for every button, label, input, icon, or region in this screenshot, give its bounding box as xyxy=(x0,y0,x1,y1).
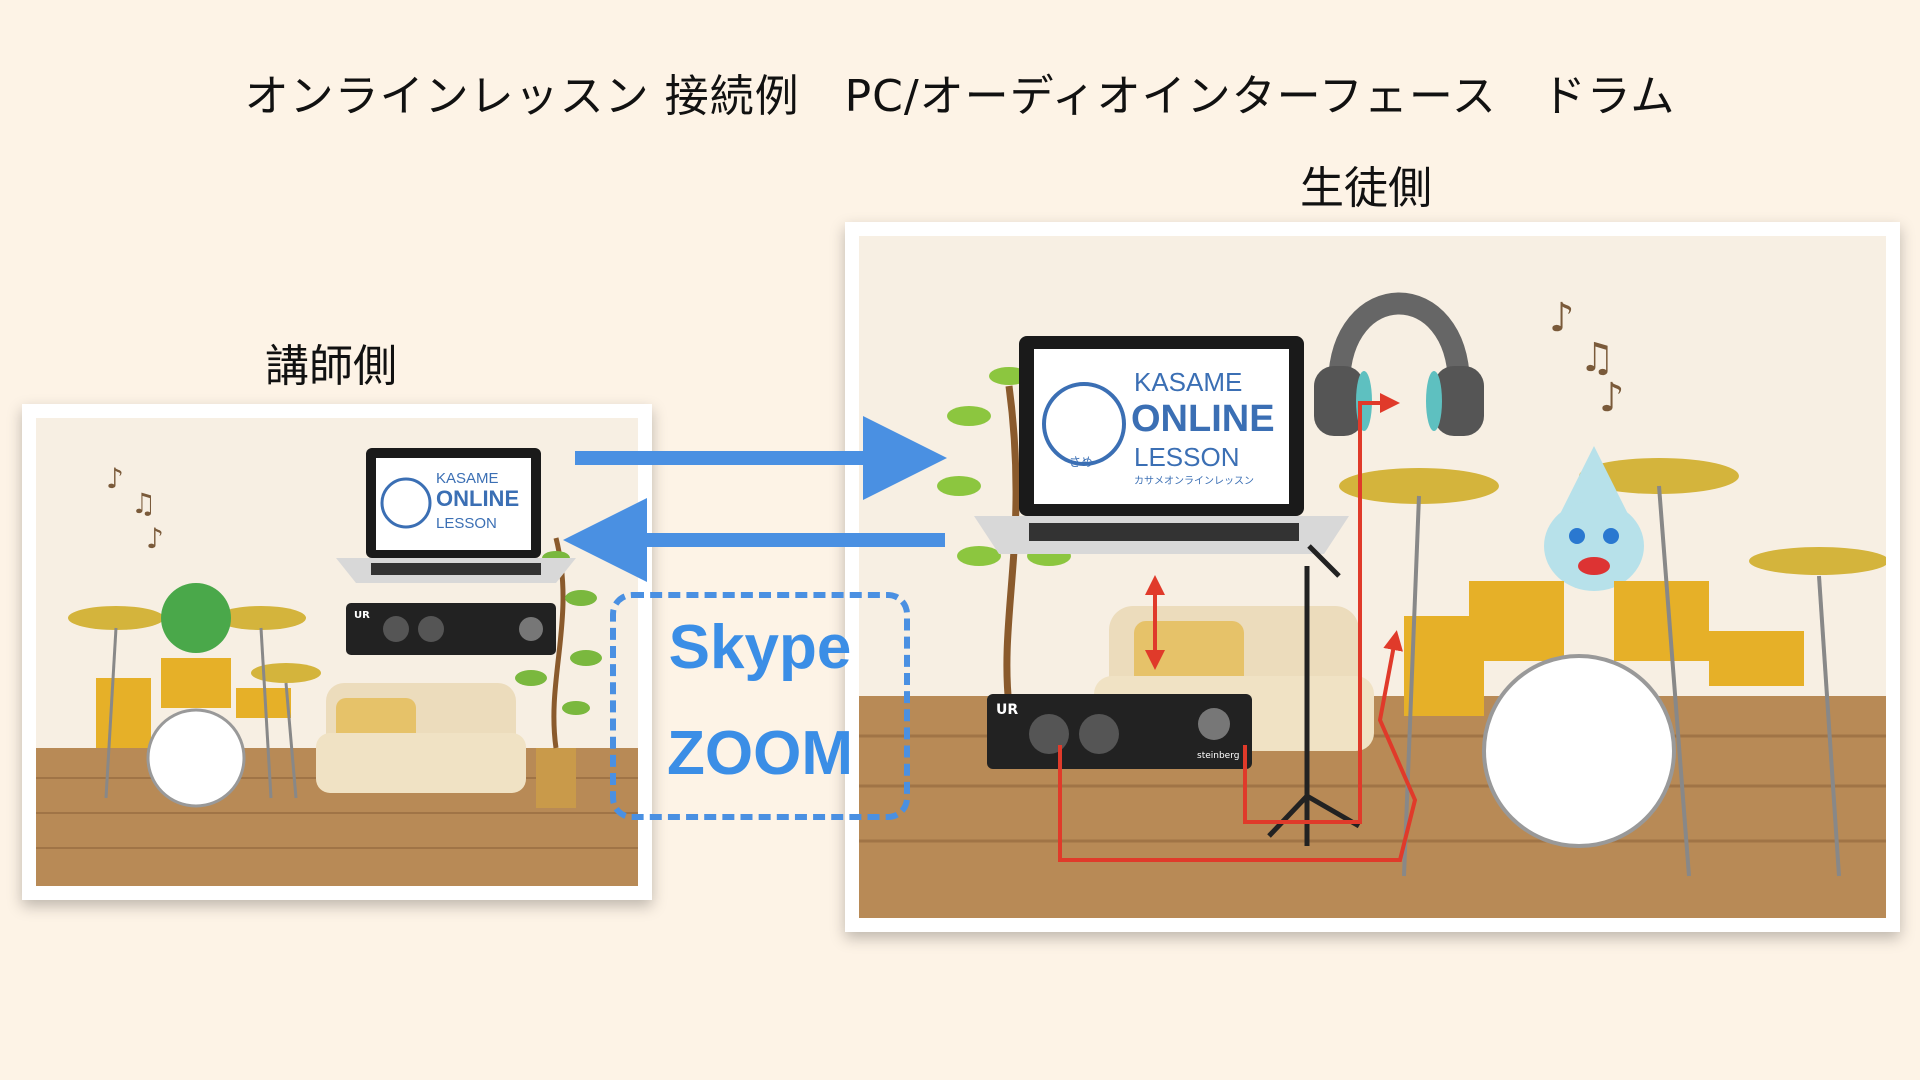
page-title: オンラインレッスン 接続例 PC/オーディオインターフェース ドラム xyxy=(244,71,1676,122)
student-logo-sub: カサメオンラインレッスン xyxy=(1134,475,1254,487)
svg-text:♫: ♫ xyxy=(1579,335,1615,381)
teacher-side-label: 講師側 xyxy=(265,341,397,392)
protocol-zoom: ZOOM xyxy=(667,719,853,788)
student-logo-line1: KASAME xyxy=(1134,367,1242,397)
svg-text:♪: ♪ xyxy=(1599,375,1625,421)
logo-badge: さめ xyxy=(1069,455,1093,469)
student-audio-interface: UR steinberg xyxy=(987,694,1252,769)
shark-character xyxy=(1544,446,1644,591)
teacher-audio-interface: UR xyxy=(346,603,556,655)
student-side-label: 生徒側 xyxy=(1300,163,1432,214)
teacher-scene: KASAME ONLINE LESSON UR ♪♫♪ xyxy=(22,404,652,900)
student-room-illustration: さめ KASAME ONLINE LESSON カサメオンラインレッスン UR … xyxy=(859,236,1886,918)
drummer-character xyxy=(161,583,231,653)
svg-text:♪: ♪ xyxy=(146,522,164,555)
student-interface-brand: steinberg xyxy=(1197,751,1239,761)
music-notes: ♪♫♪ xyxy=(106,462,164,555)
student-interface-model: UR xyxy=(996,702,1018,718)
svg-text:♪: ♪ xyxy=(1549,295,1575,341)
teacher-interface-model: UR xyxy=(354,610,370,621)
student-scene: さめ KASAME ONLINE LESSON カサメオンラインレッスン UR … xyxy=(845,222,1900,932)
music-notes: ♪♫♪ xyxy=(1549,295,1625,421)
protocol-box: Skype ZOOM xyxy=(610,592,910,820)
teacher-logo-line3: LESSON xyxy=(436,515,497,532)
student-logo-line2: ONLINE xyxy=(1131,398,1275,440)
teacher-logo-line1: KASAME xyxy=(436,470,499,487)
teacher-room-illustration: KASAME ONLINE LESSON UR ♪♫♪ xyxy=(36,418,638,886)
teacher-drum-kit xyxy=(68,583,321,808)
sofa xyxy=(316,683,526,793)
teacher-laptop: KASAME ONLINE LESSON xyxy=(336,448,576,583)
svg-text:♫: ♫ xyxy=(131,487,156,520)
teacher-logo-line2: ONLINE xyxy=(436,486,519,511)
student-laptop: さめ KASAME ONLINE LESSON カサメオンラインレッスン xyxy=(974,336,1349,554)
protocol-skype: Skype xyxy=(668,613,852,682)
student-logo-line3: LESSON xyxy=(1134,442,1240,472)
svg-text:♪: ♪ xyxy=(106,462,124,495)
